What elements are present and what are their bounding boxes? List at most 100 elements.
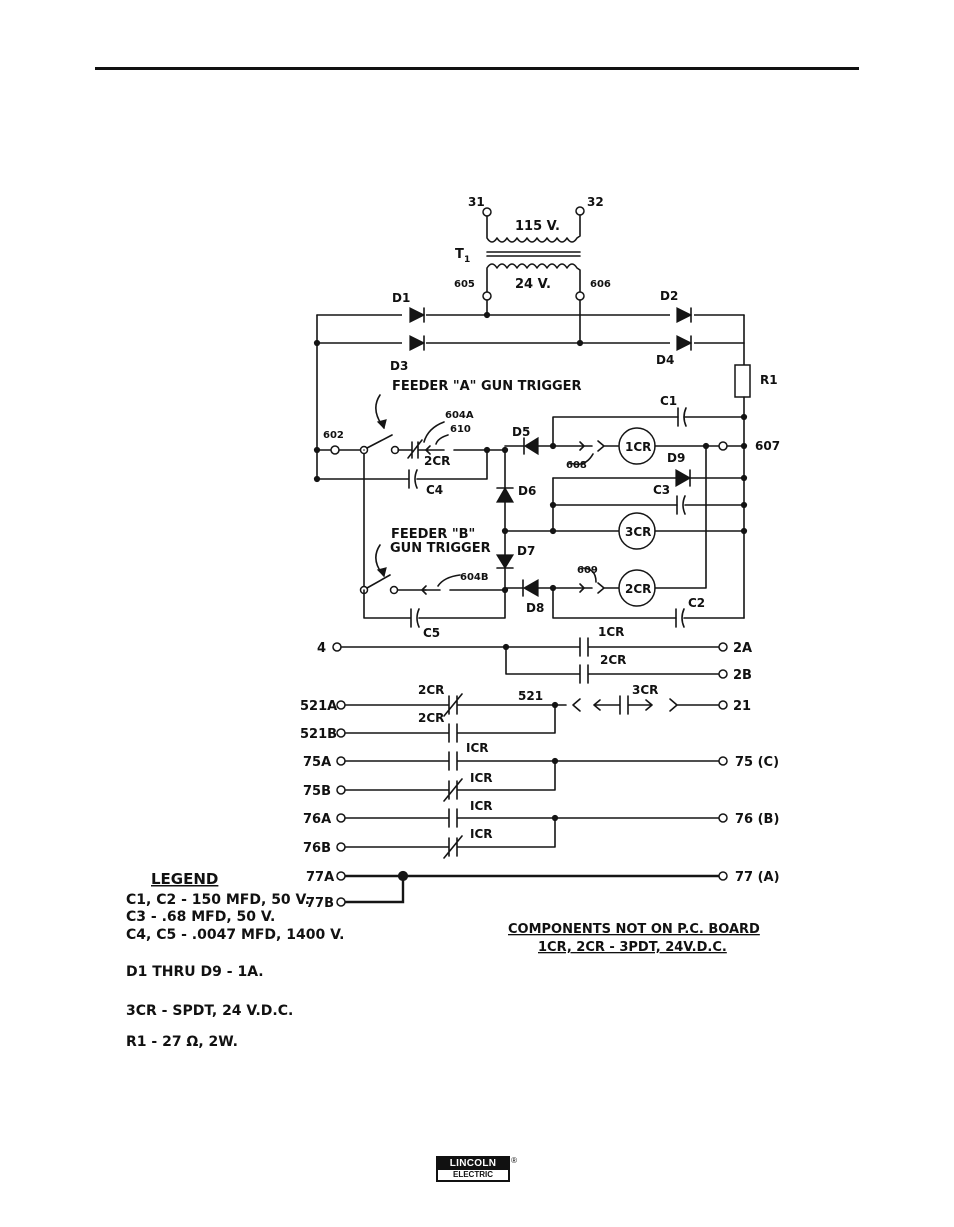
feeder-b-circuit: FEEDER "B" GUN TRIGGER 604B C5 [359,527,509,640]
label-d7: D7 [517,544,535,558]
label-d3: D3 [390,359,408,373]
diode-d4 [676,335,693,351]
label-c2: C2 [688,596,705,610]
label-77a: 77A [306,870,334,885]
label-76b: 76B [303,841,331,856]
legend-line-2: C3 - .68 MFD, 50 V. [126,909,275,925]
label-d9: D9 [667,451,685,465]
diode-d8 [522,578,539,598]
label-521a: 521A [300,699,337,714]
label-contact-1cr-c: ICR [470,771,493,785]
terminal-605 [482,291,492,301]
note-line-2: 1CR, 2CR - 3PDT, 24V.D.C. [538,940,727,955]
label-32: 32 [587,195,604,209]
terminal-32 [575,206,585,216]
terminal-77b [336,897,346,907]
terminal-2b [718,669,728,679]
label-602: 602 [323,430,344,441]
label-d8: D8 [526,601,544,615]
feeder-a-switch[interactable] [366,434,393,449]
label-d6: D6 [518,484,536,498]
label-77b: 77B [306,896,334,911]
label-75b: 75B [303,784,331,799]
label-76a: 76A [303,812,331,827]
components-note: COMPONENTS NOT ON P.C. BOARD 1CR, 2CR - … [508,922,760,955]
label-604b: 604B [460,572,489,583]
label-608: 608 [566,460,587,471]
terminal-75a [336,756,346,766]
label-contact-3cr: 3CR [632,683,658,697]
legend-line-5: 3CR - SPDT, 24 V.D.C. [126,1003,293,1019]
diode-d2 [676,307,693,323]
r1-body [734,364,751,398]
terminal-4 [332,642,342,652]
label-contact-1cr-d: ICR [470,799,493,813]
label-3cr-coil: 3CR [625,525,651,539]
terminal-21 [718,700,728,710]
logo-registered-mark: ® [511,1156,517,1165]
label-c1: C1 [660,394,677,408]
output-contacts: 4 1CR 2CR 2A 2B 521A 521B 2CR 2CR 521 3C… [300,625,780,911]
feeder-a-circuit: FEEDER "A" GUN TRIGGER 604A 610 602 2CR … [313,379,582,589]
label-609: 609 [577,565,598,576]
legend-line-3: C4, C5 - .0047 MFD, 1400 V. [126,927,344,943]
diode-d1 [409,307,426,323]
terminal-77a [336,871,346,881]
terminal-75c [718,756,728,766]
label-contact-1cr: 1CR [598,625,624,639]
terminal-602 [330,445,340,455]
legend-line-1: C1, C2 - 150 MFD, 50 V. [126,892,310,908]
label-606: 606 [590,279,611,290]
label-c5: C5 [423,626,440,640]
lincoln-electric-logo: LINCOLN ELECTRIC ® [436,1156,517,1182]
terminal-75b [336,785,346,795]
label-d4: D4 [656,353,674,367]
label-75c: 75 (C) [735,755,779,770]
diode-d3 [409,335,426,351]
label-r1: R1 [760,373,778,387]
label-t: T [455,247,464,262]
feeder-b-switch[interactable] [366,574,391,589]
label-607: 607 [755,439,780,453]
right-bus: 607 [718,396,780,619]
diode-d6 [495,486,515,503]
terminal-521a [336,700,346,710]
label-1cr-coil: 1CR [625,440,651,454]
legend-line-6: R1 - 27 Ω, 2W. [126,1034,238,1050]
label-610: 610 [450,424,471,435]
label-feeder-b-1: FEEDER "B" [391,527,475,542]
label-21: 21 [733,699,751,714]
terminal-77aa [718,871,728,881]
label-contact-2cr-b: 2CR [600,653,626,667]
terminal-2a [718,642,728,652]
diode-stack: D6 D7 [495,446,536,589]
terminal-607 [718,441,728,451]
label-d1: D1 [392,291,410,305]
label-c3: C3 [653,483,670,497]
label-t-sub: 1 [464,255,470,265]
label-521b: 521B [300,727,337,742]
secondary-winding [486,263,581,294]
logo-bottom: ELECTRIC [453,1170,493,1179]
relay-2cr-circuit: D8 609 2CR C2 [504,445,745,628]
label-contact-2cr-d: 2CR [418,711,444,725]
relay-1cr-circuit: D5 608 1CR [504,425,720,471]
terminal-76b [336,842,346,852]
top-rule [95,67,859,70]
relay-3cr-circuit: D9 C3 3CR [504,451,745,550]
note-line-1: COMPONENTS NOT ON P.C. BOARD [508,922,760,937]
label-c4: C4 [426,483,443,497]
capacitor-c1: C1 [552,394,745,447]
label-2b: 2B [733,668,752,683]
primary-winding [486,214,581,243]
label-604a: 604A [445,410,474,421]
bridge-rectifier: D1 D3 D2 D4 [313,289,745,480]
label-75a: 75A [303,755,331,770]
terminal-76a [336,813,346,823]
label-contact-2cr: 2CR [424,454,450,468]
diode-d5 [523,436,539,456]
label-contact-1cr-b: ICR [466,741,489,755]
terminal-606 [575,291,585,301]
label-605: 605 [454,279,475,290]
